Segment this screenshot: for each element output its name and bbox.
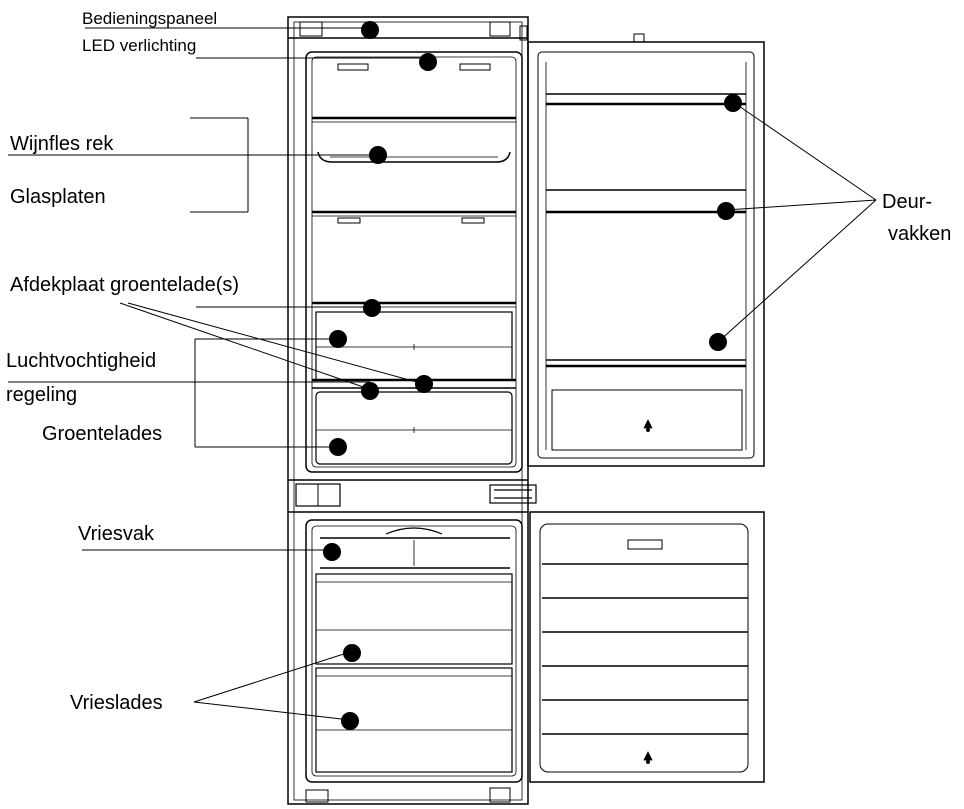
label-humidity-control-line2: regeling	[6, 384, 77, 406]
marker-dot	[369, 146, 387, 164]
hinge	[489, 484, 537, 504]
label-crisper-cover: Afdekplaat groentelade(s)	[10, 274, 239, 296]
marker-dot	[361, 21, 379, 39]
marker-dot	[361, 382, 379, 400]
labels: Bedieningspaneel LED verlichting Wijnfle…	[6, 9, 951, 714]
marker-dot	[323, 543, 341, 561]
marker-dot	[363, 299, 381, 317]
label-wine-rack: Wijnfles rek	[10, 133, 114, 155]
marker-dot	[329, 330, 347, 348]
label-door-bins-line1: Deur-	[882, 191, 932, 213]
label-led-lighting: LED verlichting	[82, 36, 196, 55]
marker-dot	[341, 712, 359, 730]
marker-dot	[724, 94, 742, 112]
fridge-door	[527, 33, 765, 467]
marker-dots	[323, 21, 742, 730]
fridge-cabinet	[287, 16, 529, 805]
label-door-bins-line2: vakken	[888, 223, 951, 245]
label-freezer-drawers: Vrieslades	[70, 692, 163, 714]
marker-dot	[419, 53, 437, 71]
marker-dot	[329, 438, 347, 456]
freezer-door	[529, 511, 765, 783]
marker-dot	[717, 202, 735, 220]
label-control-panel: Bedieningspaneel	[82, 9, 217, 28]
label-freezer-compartment: Vriesvak	[78, 523, 155, 545]
marker-dot	[415, 375, 433, 393]
marker-dot	[343, 644, 361, 662]
label-humidity-control-line1: Luchtvochtigheid	[6, 350, 156, 372]
label-crisper-drawers: Groentelades	[42, 423, 162, 445]
label-glass-shelves: Glasplaten	[10, 186, 106, 208]
marker-dot	[709, 333, 727, 351]
leader-lines	[8, 27, 877, 721]
